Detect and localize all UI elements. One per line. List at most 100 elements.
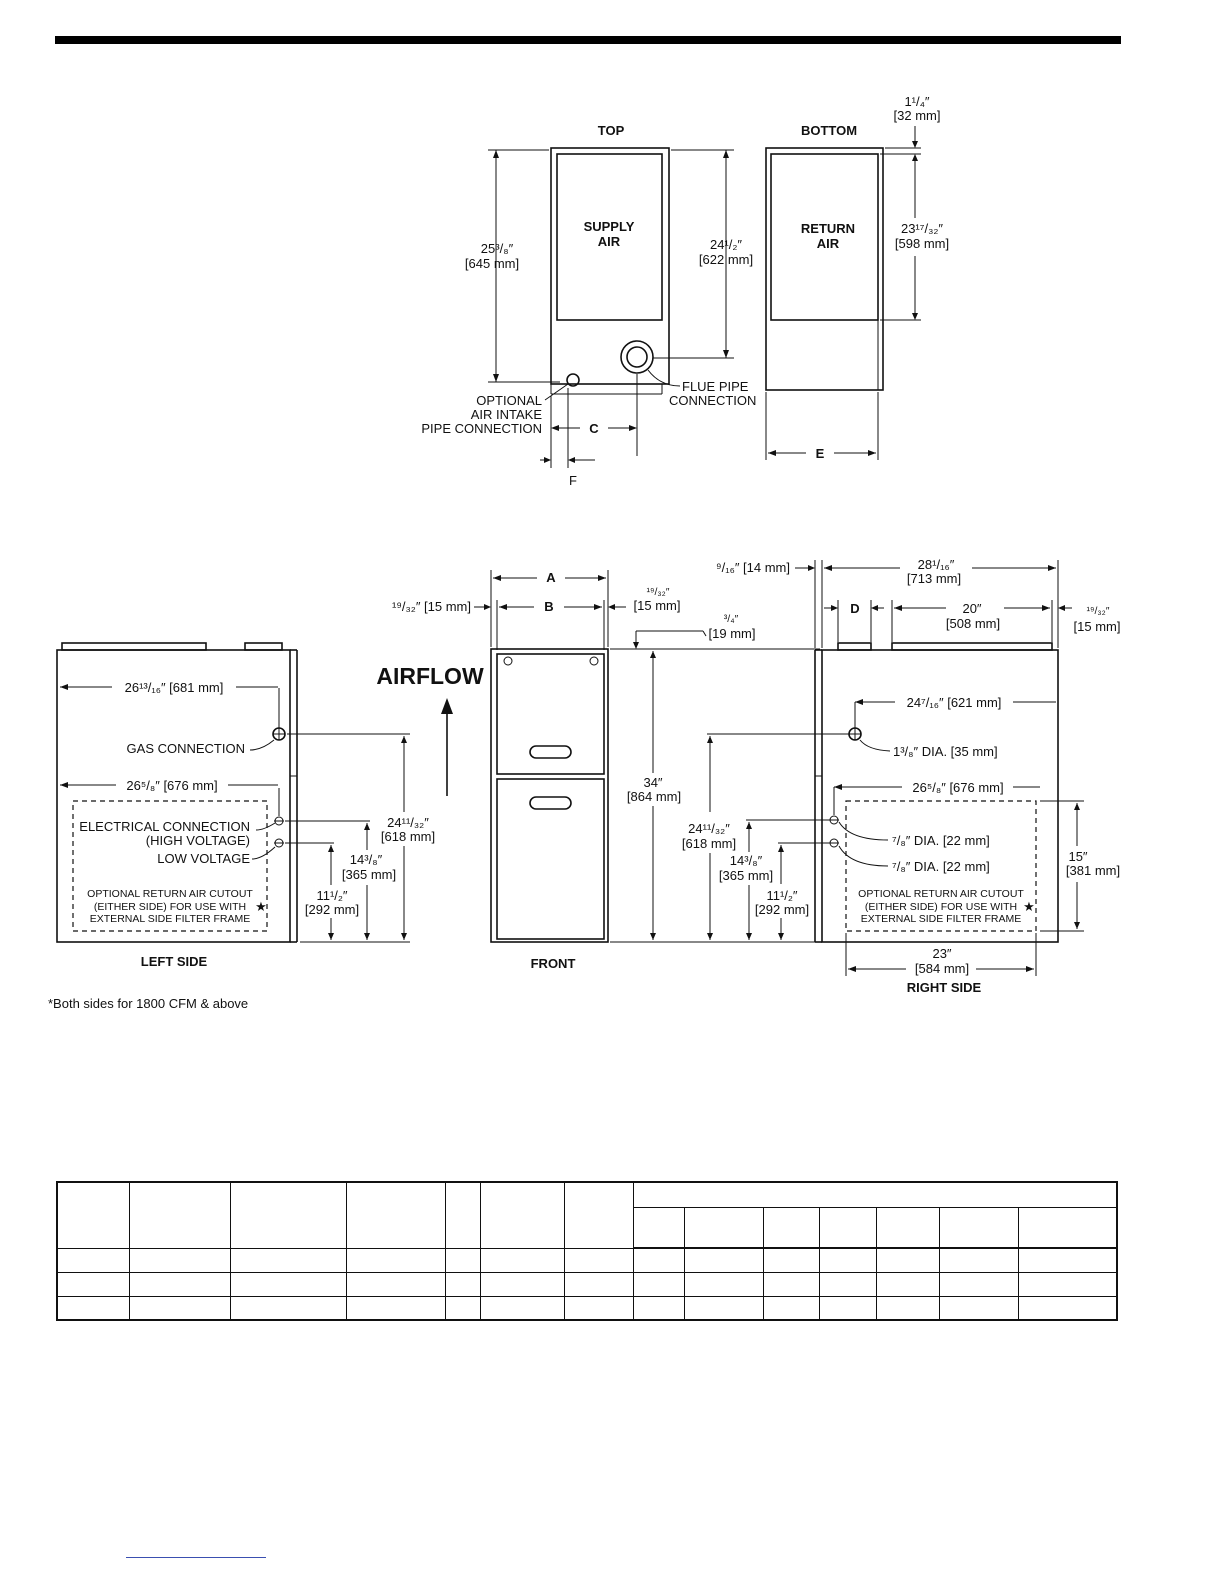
right-overall-depth-mm: [713 mm] xyxy=(907,571,961,586)
front-title: FRONT xyxy=(531,956,576,971)
dim-c-label: C xyxy=(589,421,599,436)
left-height-high: 14³/₈″ xyxy=(350,852,383,867)
top-view-title: TOP xyxy=(598,123,625,138)
bottom-view: BOTTOM RETURN AIR 1¹/₄″ [32 mm] 23¹⁷/₃₂″… xyxy=(765,94,949,461)
bottom-view-outline xyxy=(765,147,884,391)
right-height-low: 11¹/₂″ xyxy=(766,888,797,903)
high-voltage-label: (HIGH VOLTAGE) xyxy=(146,833,250,848)
dim-e-label: E xyxy=(816,446,825,461)
electrical-connection-label: ELECTRICAL CONNECTION xyxy=(79,819,250,834)
table-header-row-1 xyxy=(56,1181,1118,1249)
table-header-cell xyxy=(633,1206,686,1249)
top-view: TOP SUPPLY AIR 25³/₈″ [645 mm] 24¹/₂″ [6… xyxy=(421,123,756,488)
flue-pipe-connection-icon xyxy=(620,340,654,374)
right-height-gas-mm: [618 mm] xyxy=(682,836,736,851)
right-elec-dia-2: ⁷/₈″ DIA. [22 mm] xyxy=(892,859,990,874)
supply-air-label-1: SUPPLY xyxy=(584,219,635,234)
supply-air-label-2: AIR xyxy=(598,234,621,249)
table-row xyxy=(56,1295,1118,1321)
top-rule xyxy=(55,36,1121,44)
right-height-low-mm: [292 mm] xyxy=(755,902,809,917)
right-gas-dia: 1³/₈″ DIA. [35 mm] xyxy=(893,744,998,759)
right-elec-dia-1: ⁷/₈″ DIA. [22 mm] xyxy=(892,833,990,848)
dim-b-label: B xyxy=(544,599,553,614)
table-header-cell xyxy=(1017,1206,1118,1249)
optional-air-intake-label-3: PIPE CONNECTION xyxy=(421,421,542,436)
front-outline xyxy=(490,648,609,943)
right-overall-depth: 28¹/₁₆″ xyxy=(918,557,955,572)
right-side-offset: ¹⁹/₃₂″ xyxy=(1087,605,1110,617)
table-header-cell xyxy=(345,1181,446,1249)
furnace-dimension-drawing: TOP SUPPLY AIR 25³/₈″ [645 mm] 24¹/₂″ [6… xyxy=(48,94,1121,1011)
right-height-high: 14³/₈″ xyxy=(730,853,763,868)
front-top-step: ³/₄″ xyxy=(724,613,739,625)
left-cutout-note-1: OPTIONAL RETURN AIR CUTOUT xyxy=(87,888,253,900)
table-row xyxy=(56,1247,1118,1273)
flue-pipe-label-2: CONNECTION xyxy=(669,393,756,408)
table-group-header xyxy=(633,1181,1118,1208)
table-header-cell xyxy=(444,1181,481,1249)
left-height-gas-mm: [618 mm] xyxy=(381,829,435,844)
table-row xyxy=(56,1271,1118,1297)
right-cutout-note-1: OPTIONAL RETURN AIR CUTOUT xyxy=(858,888,1024,900)
right-side-title: RIGHT SIDE xyxy=(907,980,982,995)
table-header-cell xyxy=(56,1181,131,1249)
front-side-offset-right: ¹⁹/₃₂″ xyxy=(647,586,670,598)
return-air-label-2: AIR xyxy=(817,236,840,251)
front-upper-door xyxy=(496,653,605,775)
right-cutout-height: 15″ xyxy=(1068,849,1087,864)
airflow-label: AIRFLOW xyxy=(376,663,484,689)
bottom-opening: 23¹⁷/₃₂″ xyxy=(901,221,943,236)
supply-air-opening xyxy=(556,153,663,321)
table-header-cell xyxy=(230,1181,347,1249)
front-height: 34″ xyxy=(643,775,662,790)
dim-a-label: A xyxy=(546,570,556,585)
front-side-offset-right-mm: [15 mm] xyxy=(634,598,681,613)
left-width-lower: 26⁵/₈″ [676 mm] xyxy=(126,778,217,793)
optional-air-intake-label-2: AIR INTAKE xyxy=(471,407,543,422)
left-side-title: LEFT SIDE xyxy=(141,954,208,969)
right-cutout-note-2: (EITHER SIDE) FOR USE WITH xyxy=(865,901,1017,913)
right-cutout-width: 23″ xyxy=(932,946,951,961)
table-header-cell xyxy=(479,1181,566,1249)
return-air-opening xyxy=(770,153,879,321)
bottom-opening-mm: [598 mm] xyxy=(895,236,949,251)
bottom-top-offset-mm: [32 mm] xyxy=(894,108,941,123)
top-view-outline xyxy=(550,147,670,385)
left-side-view: 26¹³/₁₆″ [681 mm] GAS CONNECTION 26⁵/₈″ … xyxy=(56,642,435,969)
top-depth-right-mm: [622 mm] xyxy=(699,252,753,267)
dim-d-label: D xyxy=(850,601,859,616)
right-cutout-width-mm: [584 mm] xyxy=(915,961,969,976)
table-header-cell xyxy=(938,1206,1019,1249)
bottom-view-title: BOTTOM xyxy=(801,123,857,138)
front-top-step-mm: [19 mm] xyxy=(709,626,756,641)
left-cutout-note-3: EXTERNAL SIDE FILTER FRAME xyxy=(90,913,250,925)
right-side-offset-mm: [15 mm] xyxy=(1074,619,1121,634)
right-top-opening: 20″ xyxy=(962,601,981,616)
table-header-cell xyxy=(875,1206,940,1249)
gas-connection-label: GAS CONNECTION xyxy=(127,741,245,756)
right-gas-depth: 24⁷/₁₆″ [621 mm] xyxy=(907,695,1002,710)
right-side-view: ⁹/₁₆″ [14 mm] 28¹/₁₆″ [713 mm] D 20″ [50… xyxy=(682,557,1121,995)
right-return-air-cutout xyxy=(845,800,1037,932)
front-side-offset-left: ¹⁹/₃₂″ [15 mm] xyxy=(392,599,471,614)
front-height-mm: [864 mm] xyxy=(627,789,681,804)
left-height-high-mm: [365 mm] xyxy=(342,867,396,882)
table-header-cell xyxy=(129,1181,232,1249)
front-view: AIRFLOW A B ¹⁹/₃₂″ [15 mm] ¹⁹/₃₂″ [15 mm… xyxy=(376,570,822,971)
upper-door-handle xyxy=(529,745,572,759)
low-voltage-label: LOW VOLTAGE xyxy=(157,851,250,866)
table-header-cell xyxy=(564,1181,635,1249)
right-star-marker: ★ xyxy=(1023,899,1035,914)
footnote: *Both sides for 1800 CFM & above xyxy=(48,996,248,1011)
right-height-gas: 24¹¹/₃₂″ xyxy=(688,821,730,836)
right-top-offset: ⁹/₁₆″ [14 mm] xyxy=(716,560,790,575)
top-depth-right: 24¹/₂″ xyxy=(710,237,742,252)
left-height-gas: 24¹¹/₃₂″ xyxy=(387,815,429,830)
specification-table xyxy=(56,1181,1118,1321)
top-depth-left-mm: [645 mm] xyxy=(465,256,519,271)
front-lower-door xyxy=(496,778,605,940)
table-header-cell xyxy=(684,1206,765,1249)
bottom-link-underline[interactable] xyxy=(126,1557,266,1558)
left-cutout-note-2: (EITHER SIDE) FOR USE WITH xyxy=(94,901,246,913)
